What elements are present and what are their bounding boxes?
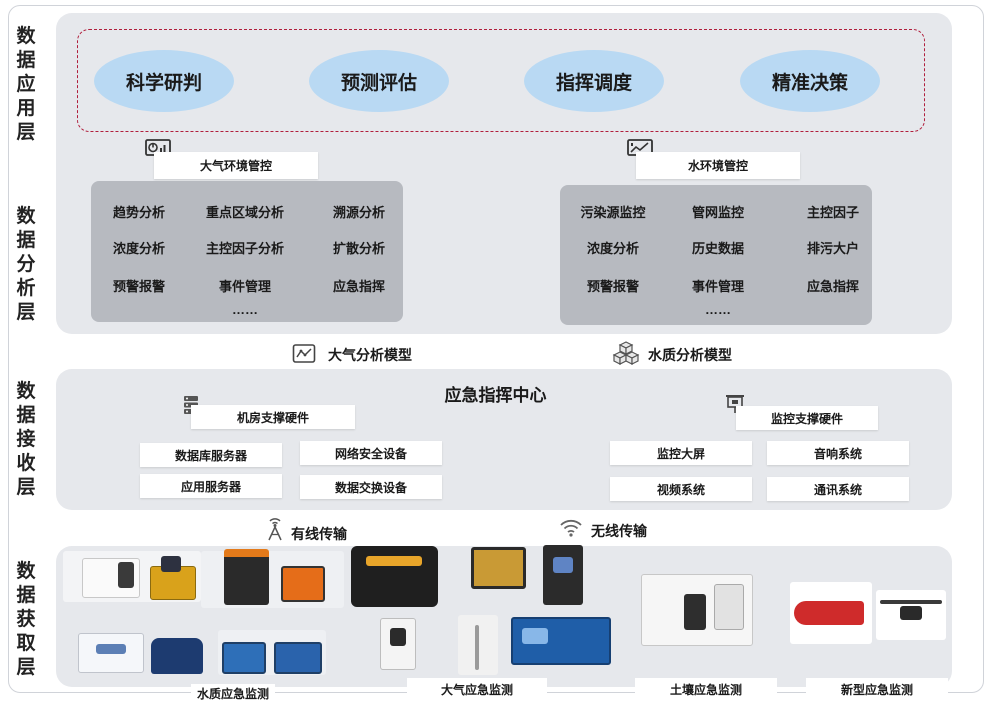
water-analysis-cell: 污染源监控 <box>580 205 646 220</box>
antenna-icon <box>268 518 282 541</box>
air-analysis-cell: 扩散分析 <box>332 241 385 256</box>
layer-label-application: 数据应用层 <box>16 26 36 143</box>
air-analysis-cell: 浓度分析 <box>112 241 165 256</box>
room-item-network-security: 网络安全设备 <box>300 441 442 465</box>
water-monitoring-tag: 水质应急监测 <box>191 684 275 702</box>
monitor-item-video: 视频系统 <box>610 477 752 501</box>
air-analysis-cell: 应急指挥 <box>332 279 385 294</box>
water-analysis-box <box>560 185 872 325</box>
air-model-icon <box>292 344 316 363</box>
water-analysis-cell: 应急指挥 <box>806 279 859 294</box>
air-analysis-box <box>91 181 403 322</box>
water-analysis-more: …… <box>705 302 731 317</box>
water-analysis-cell: 事件管理 <box>691 279 744 294</box>
new-monitoring-tag: 新型应急监测 <box>806 678 948 700</box>
air-analysis-cell: 主控因子分析 <box>205 241 284 256</box>
app-item-science: 科学研判 <box>94 50 234 112</box>
water-management-tag: 水环境管控 <box>636 152 800 179</box>
room-item-data-exchange: 数据交换设备 <box>300 475 442 499</box>
monitor-item-audio: 音响系统 <box>767 441 909 465</box>
air-management-tag: 大气环境管控 <box>154 152 318 179</box>
layer-label-analysis: 数据分析层 <box>16 206 36 323</box>
app-item-decision: 精准决策 <box>740 50 880 112</box>
room-item-app-server: 应用服务器 <box>140 474 282 498</box>
water-analysis-cell: 主控因子 <box>806 205 859 220</box>
monitor-hardware-tag: 监控支撑硬件 <box>736 406 878 430</box>
app-item-dispatch: 指挥调度 <box>524 50 664 112</box>
air-model-label: 大气分析模型 <box>328 347 412 363</box>
application-dashed-box <box>77 29 925 132</box>
water-analysis-cell: 管网监控 <box>691 205 744 220</box>
room-item-db-server: 数据库服务器 <box>140 443 282 467</box>
water-model-label: 水质分析模型 <box>648 347 732 363</box>
air-analysis-cell: 溯源分析 <box>332 205 385 220</box>
air-analysis-cell: 趋势分析 <box>112 205 165 220</box>
wired-transmission-label: 有线传输 <box>291 526 347 542</box>
water-analysis-cell: 浓度分析 <box>586 241 639 256</box>
cubes-icon <box>612 341 640 365</box>
layer-label-acquire: 数据获取层 <box>16 561 36 678</box>
water-analysis-cell: 历史数据 <box>691 241 744 256</box>
room-hardware-tag: 机房支撑硬件 <box>191 405 355 429</box>
wifi-icon <box>560 519 582 537</box>
water-analysis-cell: 排污大户 <box>806 241 859 256</box>
app-item-forecast: 预测评估 <box>309 50 449 112</box>
projector-screen-icon <box>726 395 744 413</box>
air-analysis-cell: 预警报警 <box>112 279 165 294</box>
air-analysis-cell: 重点区域分析 <box>205 205 284 220</box>
command-center-title: 应急指挥中心 <box>444 386 547 405</box>
monitor-item-communication: 通讯系统 <box>767 477 909 501</box>
water-analysis-cell: 预警报警 <box>586 279 639 294</box>
air-analysis-more: …… <box>232 302 258 317</box>
air-monitoring-tag: 大气应急监测 <box>407 678 547 700</box>
air-analysis-cell: 事件管理 <box>218 279 271 294</box>
layer-label-receive: 数据接收层 <box>16 381 36 498</box>
soil-monitoring-tag: 土壤应急监测 <box>635 678 777 700</box>
monitor-item-big-screen: 监控大屏 <box>610 441 752 465</box>
wireless-transmission-label: 无线传输 <box>591 523 647 539</box>
